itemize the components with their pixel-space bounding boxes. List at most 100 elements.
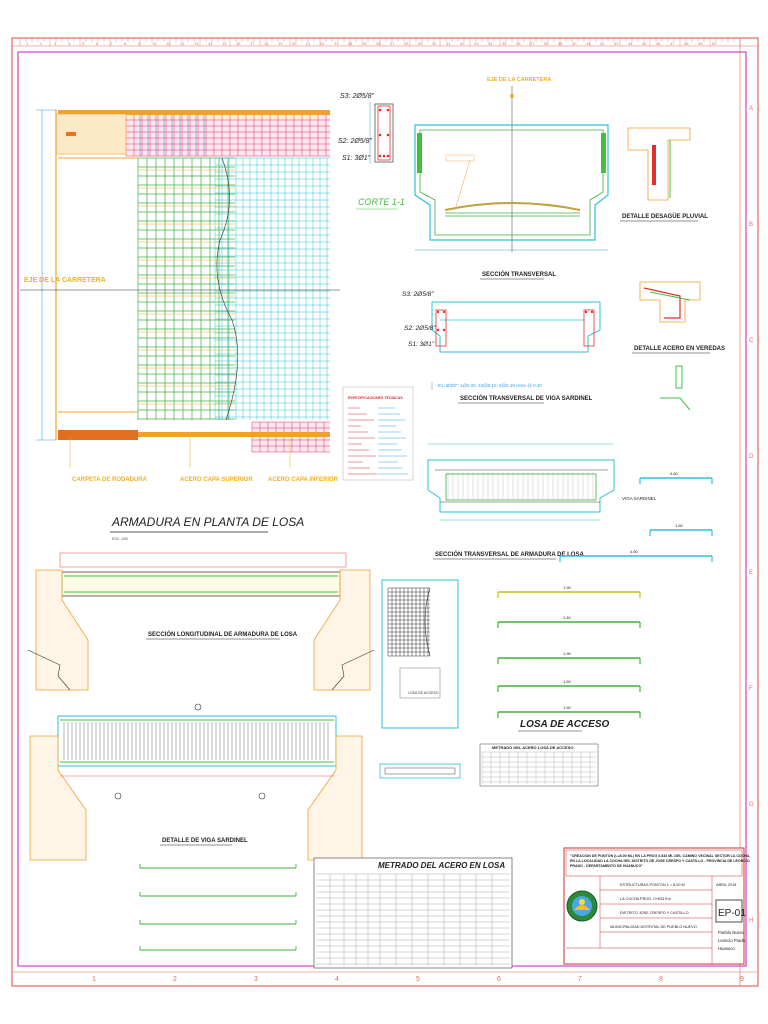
ruler-number: 15 <box>222 41 227 46</box>
ruler-number: 5 <box>416 976 420 983</box>
bar-schedule-right: 4.601.604.601.901.401.901.601.50 <box>497 471 713 718</box>
la-table-title: METRADO DEL ACERO LOSA DE ACCESO <box>492 745 574 750</box>
ruler-number: 49 <box>698 41 703 46</box>
tb-prov-line: Pueblo Nuevo <box>718 930 745 935</box>
tb-dist: DISTRITO JOSE CRESPO Y CASTILLO <box>620 911 689 915</box>
vs-estribos: E1: Ø3/8": 1@0.05, 10@0.10, 5@0.15 resto… <box>438 383 542 388</box>
notes-title: ESPECIFICACIONES TÉCNICAS <box>348 395 403 400</box>
ruler-number: 1 <box>26 41 29 46</box>
ruler-number: 41 <box>586 41 591 46</box>
ruler-number: 45 <box>642 41 647 46</box>
vs-s2: S2: 2Ø5/8" <box>404 325 436 332</box>
ruler-number: 19 <box>278 41 283 46</box>
tb-sheet-number: EP-01 <box>718 908 746 919</box>
plan-acero-inf-label: ACERO CAPA INFERIOR <box>268 477 339 483</box>
slab-plan: EJE DE LA CARRETERA CARPETA DE RODADURA … <box>20 109 340 541</box>
ruler-number: 43 <box>614 41 619 46</box>
ruler-number: 39 <box>558 41 563 46</box>
seccion-transversal: EJE DE LA CARRETERA SECCIÓN TRANSVERSAL <box>414 77 609 280</box>
ruler-number: 27 <box>390 41 395 46</box>
ruler-number: 6 <box>96 41 99 46</box>
ruler-number: 35 <box>502 41 507 46</box>
ruler-number: 29 <box>418 41 423 46</box>
ruler-number: 38 <box>544 41 549 46</box>
ruler-number: 5 <box>82 41 85 46</box>
ruler-number: 37 <box>530 41 535 46</box>
tb-project: "CREACION DE PONTON (L=8.00 ML) EN LA PR… <box>570 854 751 868</box>
ruler-letter: H <box>749 918 753 924</box>
plan-title: ARMADURA EN PLANTA DE LOSA <box>111 515 304 529</box>
armadura-losa-section: VIGA SARDINEL SECCIÓN TRANSVERSAL DE ARM… <box>427 443 657 560</box>
ruler-number: 40 <box>572 41 577 46</box>
ruler-number: 46 <box>656 41 661 46</box>
st-title: SECCIÓN TRANSVERSAL <box>482 270 556 278</box>
ruler-number: 22 <box>320 41 325 46</box>
ruler-letter: D <box>749 454 754 460</box>
corte-title: CORTE 1-1 <box>358 197 405 207</box>
bar-length: 1.50 <box>563 705 572 710</box>
ruler-letter: B <box>749 222 753 228</box>
vs-s3: S3: 2Ø5/8" <box>402 291 434 298</box>
seccion-longitudinal: SECCIÓN LONGITUDINAL DE ARMADURA DE LOSA <box>27 552 375 691</box>
ruler-letter: G <box>749 802 754 808</box>
al-title: SECCIÓN TRANSVERSAL DE ARMADURA DE LOSA <box>435 550 584 558</box>
bar-length: 4.60 <box>630 549 639 554</box>
ruler-number: 3 <box>254 976 258 983</box>
detalle-desague: DETALLE DESAGÜE PLUVIAL <box>620 127 708 222</box>
ruler-letter: E <box>749 570 753 576</box>
corte-s3: S3: 2Ø5/8" <box>340 93 375 100</box>
ruler-number: 42 <box>600 41 605 46</box>
bar-length: 1.90 <box>563 585 572 590</box>
ruler-number: 7 <box>578 976 582 983</box>
plan-mesh-green <box>137 157 235 420</box>
ruler-letter: C <box>749 338 754 344</box>
ruler-number: 2 <box>173 976 177 983</box>
ruler-number: 33 <box>474 41 479 46</box>
la-caption: LOSA DE ACCESO <box>408 691 439 695</box>
ruler-number: 3 <box>54 41 57 46</box>
desague-title: DETALLE DESAGÜE PLUVIAL <box>622 213 708 220</box>
ruler-number: 26 <box>376 41 381 46</box>
ruler-number: 7 <box>110 41 113 46</box>
ruler-number: 47 <box>670 41 675 46</box>
bar-length: 4.60 <box>670 471 679 476</box>
ruler-number: 48 <box>684 41 689 46</box>
ruler-number: 21 <box>306 41 311 46</box>
metrado-table: METRADO DEL ACERO EN LOSA <box>313 857 513 969</box>
plan-scale: ESC: 1/50 <box>112 537 128 541</box>
municipal-logo <box>566 890 598 922</box>
ruler-number: 2 <box>40 41 43 46</box>
ruler-number: 10 <box>152 41 157 46</box>
tb-prov-line: Huanuco <box>718 946 735 951</box>
ruler-number: 50 <box>712 41 717 46</box>
ruler-number: 17 <box>250 41 255 46</box>
ruler-number: 20 <box>292 41 297 46</box>
ruler-number: 34 <box>488 41 493 46</box>
ruler-number: 23 <box>334 41 339 46</box>
ruler-number: 18 <box>264 41 269 46</box>
ruler-letter: F <box>749 686 753 692</box>
ruler-number: 28 <box>404 41 409 46</box>
corte-1-1: S3: 2Ø5/8" S2: 2Ø5/8" S1: 3Ø1" CORTE 1-1 <box>338 93 405 210</box>
ruler-ticks-top <box>19 38 741 46</box>
ruler-number: 32 <box>460 41 465 46</box>
tb-prov-line: Leoncio Prado <box>718 938 746 943</box>
ruler-number: 13 <box>194 41 199 46</box>
vs-title: SECCIÓN TRANSVERSAL DE VIGA SARDINEL <box>460 394 593 402</box>
dv-title: DETALLE DE VIGA SARDINEL <box>162 838 248 844</box>
ruler-number: 6 <box>497 976 501 983</box>
ruler-number: 36 <box>516 41 521 46</box>
tb-muni: MUNICIPALIDAD DISTRITAL DE PUEBLO NUEVO <box>610 925 697 929</box>
corte-s2: S2: 2Ø5/8" <box>338 138 373 145</box>
detalle-viga-sardinel: DETALLE DE VIGA SARDINEL <box>29 703 363 951</box>
notes-box: ESPECIFICACIONES TÉCNICAS <box>342 386 414 481</box>
ruler-number: 30 <box>432 41 437 46</box>
ruler-number: 8 <box>124 41 127 46</box>
bar-length: 1.90 <box>563 651 572 656</box>
ruler-number: 44 <box>628 41 633 46</box>
ruler-number: 4 <box>335 976 339 983</box>
